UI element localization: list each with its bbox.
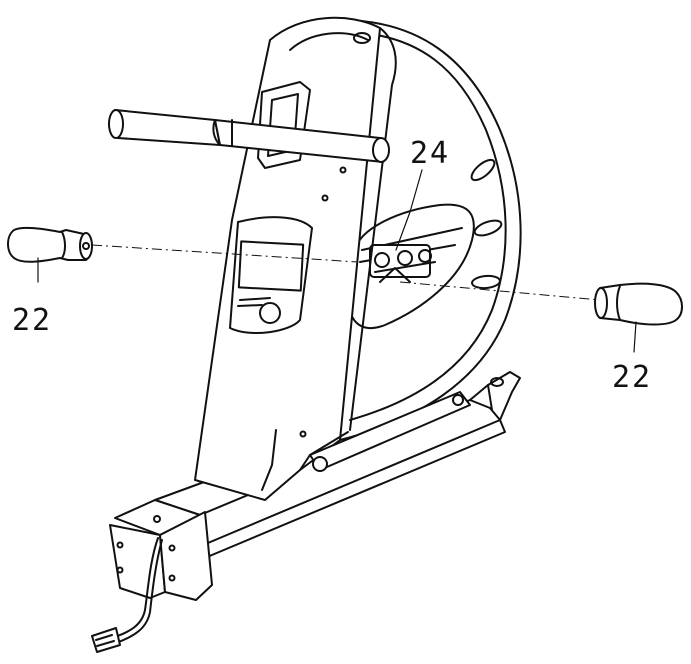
center-line-left: [91, 244, 359, 263]
callout-24: 24: [410, 136, 450, 171]
console-monitor: [229, 216, 313, 335]
leader-24: [395, 169, 423, 251]
rear-foot-bracket: [109, 477, 261, 601]
resistance-mechanism: [369, 244, 436, 283]
bolt-hole: [299, 430, 307, 438]
left-handle-grip: [7, 226, 93, 263]
callout-22-left: 22: [12, 303, 52, 338]
lower-link-arm: [309, 391, 471, 472]
crossbar-handle: [108, 109, 390, 163]
bolt-hole: [339, 166, 347, 174]
bolt-hole: [321, 194, 329, 202]
right-handle-grip: [594, 282, 683, 326]
sensor-cable: [91, 537, 163, 653]
center-line-right: [399, 281, 601, 301]
leader-22-right: [633, 321, 637, 353]
callout-22-right: 22: [612, 360, 652, 395]
